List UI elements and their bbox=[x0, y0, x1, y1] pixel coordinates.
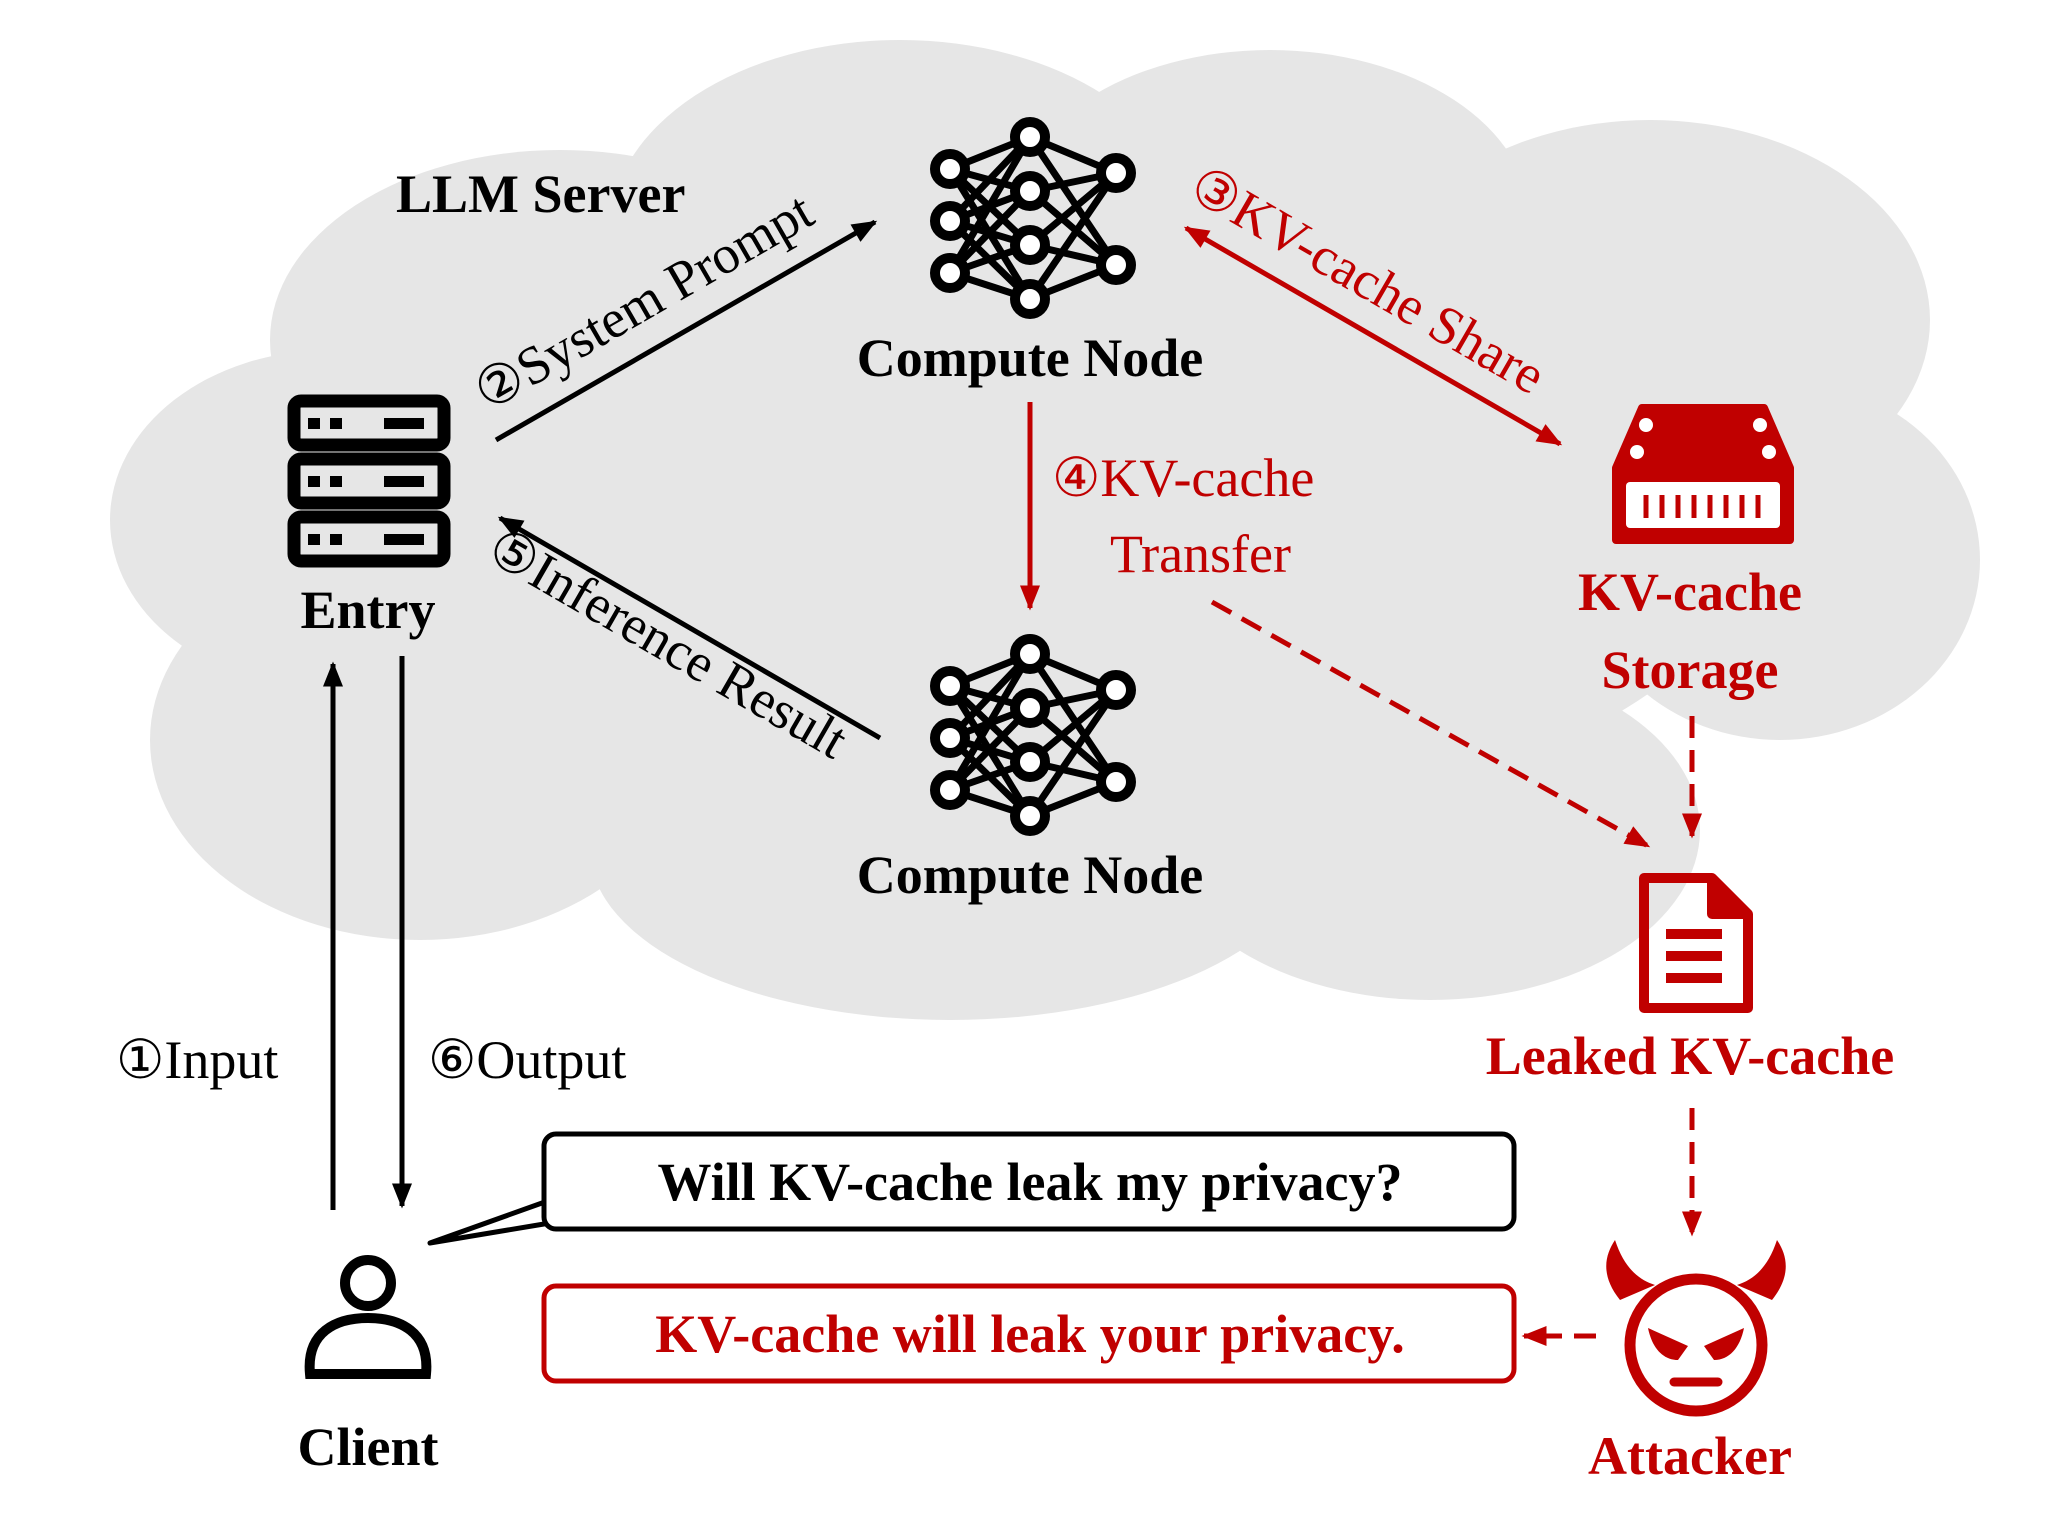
nn-edge bbox=[1027, 171, 1119, 301]
nn-node bbox=[1096, 245, 1136, 285]
nn-node bbox=[1010, 796, 1050, 836]
arrows bbox=[323, 219, 1702, 1346]
nn-node bbox=[1010, 171, 1050, 211]
devil-icon bbox=[1606, 1240, 1786, 1417]
user-icon bbox=[304, 1255, 432, 1379]
nn-node bbox=[930, 201, 970, 241]
attacker-label: Attacker bbox=[1588, 1426, 1792, 1486]
nn-node bbox=[1096, 762, 1136, 802]
neural-network-icon bbox=[930, 117, 1136, 319]
question-text: Will KV-cache leak my privacy? bbox=[658, 1152, 1403, 1212]
server-rack-icon bbox=[287, 394, 451, 568]
nn-edge bbox=[946, 652, 1034, 792]
llm-server-cloud bbox=[110, 40, 1980, 1020]
nn-edge bbox=[1027, 688, 1119, 818]
nn-node bbox=[1010, 688, 1050, 728]
kv-storage-label-line2: Storage bbox=[1602, 640, 1779, 700]
nn-node bbox=[930, 718, 970, 758]
nn-node bbox=[1010, 742, 1050, 782]
neural-network-icon bbox=[930, 634, 1136, 836]
nn-node bbox=[1010, 634, 1050, 674]
nn-edge bbox=[946, 135, 1034, 275]
step-input-label: ①Input bbox=[116, 1030, 278, 1090]
nn-node bbox=[930, 666, 970, 706]
step-kv-transfer-label-line2: Transfer bbox=[1110, 524, 1291, 584]
leak-transfer-arrow bbox=[1210, 599, 1651, 849]
nn-node bbox=[1096, 670, 1136, 710]
nn-edge bbox=[1027, 652, 1119, 784]
question-bubble bbox=[427, 1131, 1517, 1246]
nn-node bbox=[1010, 117, 1050, 157]
llm-server-label: LLM Server bbox=[396, 164, 685, 224]
compute-node-bottom-label: Compute Node bbox=[857, 845, 1204, 905]
inference-result-arrow bbox=[497, 515, 882, 741]
compute-node-top-label: Compute Node bbox=[857, 328, 1204, 388]
nn-node bbox=[930, 253, 970, 293]
kv-share-arrow bbox=[1183, 225, 1563, 447]
nn-node bbox=[930, 770, 970, 810]
answer-bubble bbox=[541, 1283, 1517, 1384]
system-prompt-arrow bbox=[494, 219, 878, 443]
nn-node bbox=[1010, 225, 1050, 265]
nn-node bbox=[1096, 153, 1136, 193]
client-label: Client bbox=[298, 1417, 439, 1477]
nn-edge bbox=[1027, 135, 1119, 267]
kv-storage-label-line1: KV-cache bbox=[1578, 562, 1802, 622]
answer-text: KV-cache will leak your privacy. bbox=[655, 1304, 1404, 1364]
hard-drive-icon bbox=[1612, 404, 1794, 544]
step-kv-transfer-label-line1: ④KV-cache bbox=[1052, 448, 1314, 508]
nn-node bbox=[930, 149, 970, 189]
step-output-label: ⑥Output bbox=[428, 1030, 626, 1090]
leaked-kv-label: Leaked KV-cache bbox=[1486, 1026, 1894, 1086]
entry-label: Entry bbox=[301, 580, 436, 640]
document-icon bbox=[1639, 873, 1753, 1013]
nn-node bbox=[1010, 279, 1050, 319]
